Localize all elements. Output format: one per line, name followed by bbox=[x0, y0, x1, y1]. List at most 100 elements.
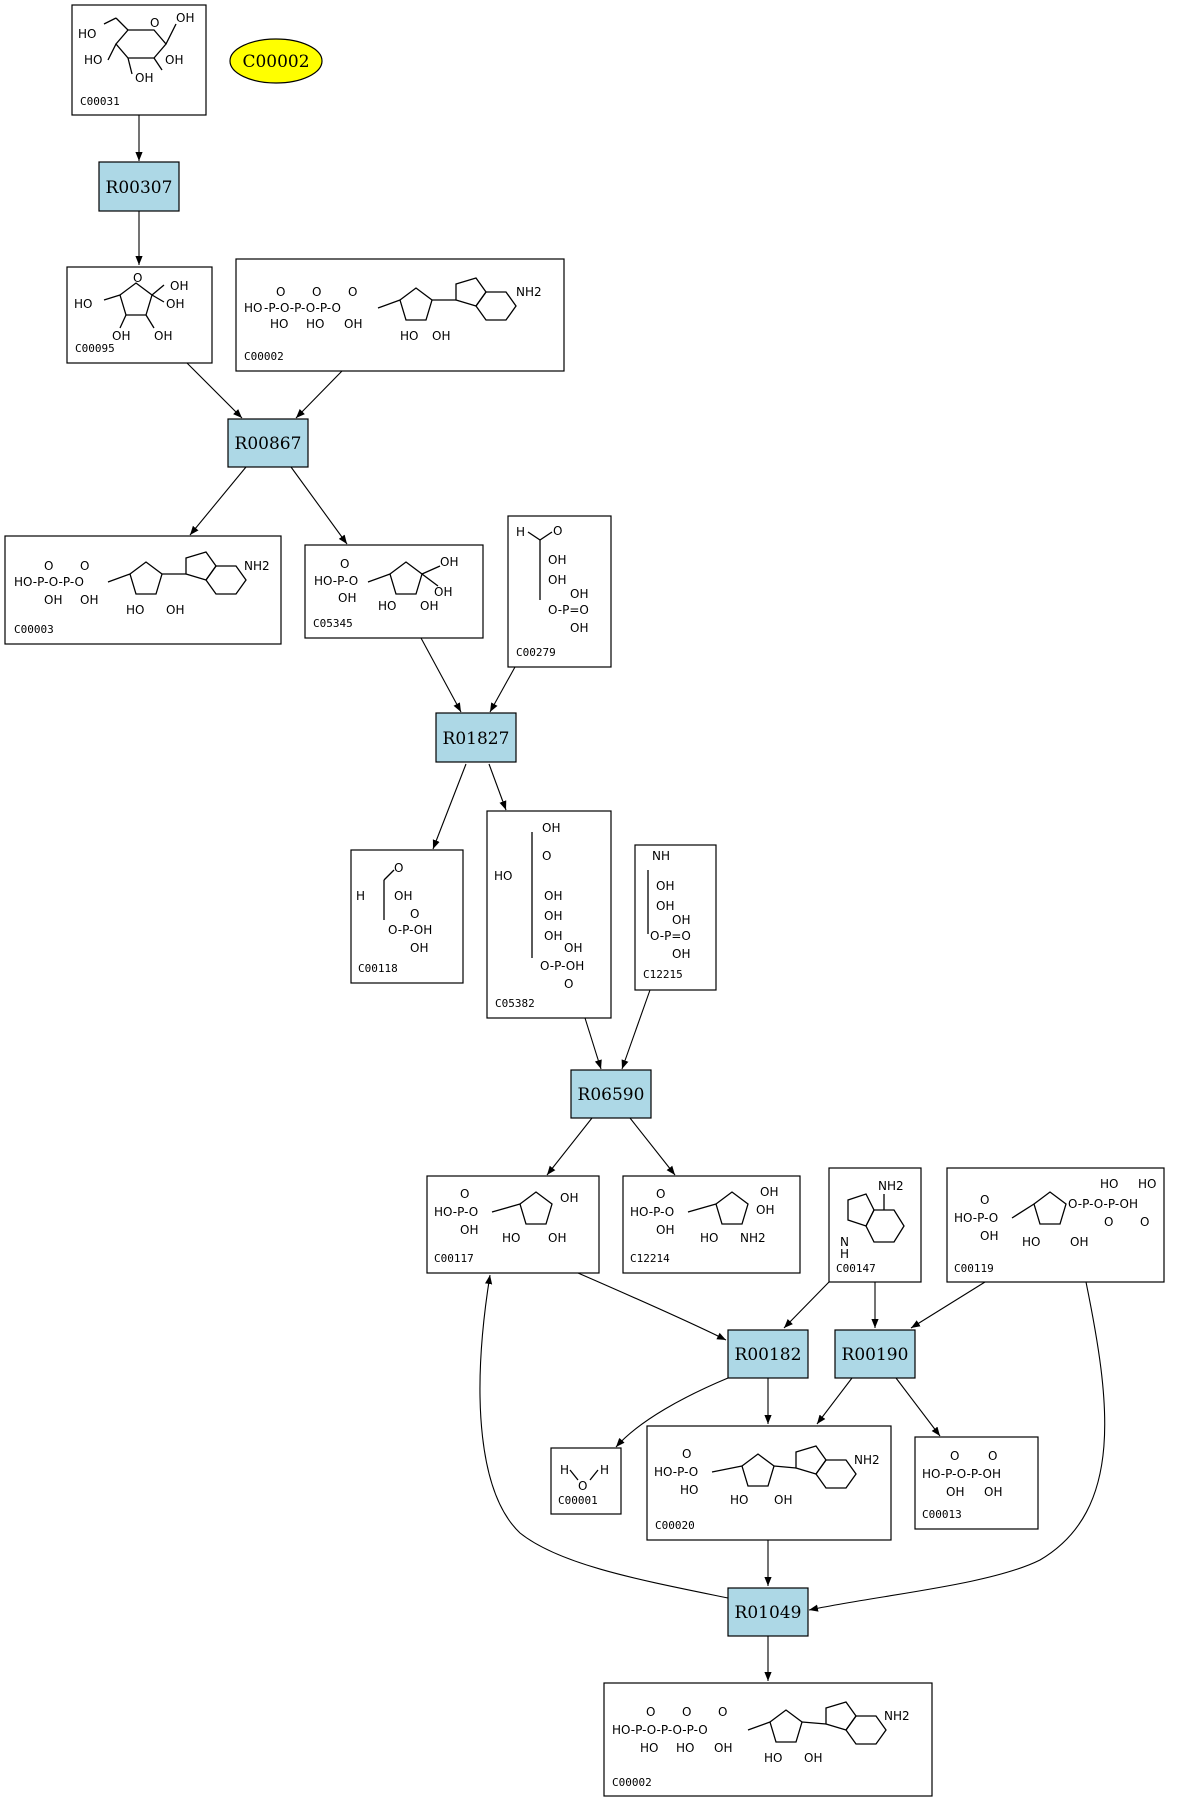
svg-text:HO: HO bbox=[244, 301, 262, 315]
svg-text:OH: OH bbox=[548, 553, 566, 567]
svg-text:O-P-OH: O-P-OH bbox=[388, 923, 432, 937]
svg-text:HO: HO bbox=[400, 329, 418, 343]
svg-text:HO: HO bbox=[306, 317, 324, 331]
edge-R06590-C12214 bbox=[629, 1117, 676, 1176]
reaction-R06590[interactable]: R06590 bbox=[570, 1069, 652, 1119]
reaction-label: R00307 bbox=[106, 178, 173, 198]
svg-text:OH: OH bbox=[44, 593, 62, 607]
svg-text:O: O bbox=[553, 524, 562, 538]
svg-text:OH: OH bbox=[166, 297, 184, 311]
svg-text:NH2: NH2 bbox=[244, 559, 270, 573]
svg-text:HO: HO bbox=[640, 1741, 658, 1755]
svg-text:OH: OH bbox=[344, 317, 362, 331]
svg-text:HO: HO bbox=[84, 53, 102, 67]
svg-text:OH: OH bbox=[542, 821, 560, 835]
svg-text:HO: HO bbox=[494, 869, 512, 883]
svg-text:O: O bbox=[340, 557, 349, 571]
compound-id: C12214 bbox=[630, 1252, 670, 1265]
svg-text:HO: HO bbox=[502, 1231, 520, 1245]
svg-text:OH: OH bbox=[656, 879, 674, 893]
svg-text:OH: OH bbox=[166, 603, 184, 617]
svg-text:OH: OH bbox=[154, 329, 172, 343]
svg-text:HO-P-O-P-OH: HO-P-O-P-OH bbox=[922, 1467, 1001, 1481]
compound-id: C00031 bbox=[80, 95, 120, 108]
edge-R06590-C00117 bbox=[546, 1117, 593, 1176]
svg-text:H: H bbox=[356, 889, 365, 903]
svg-text:O: O bbox=[682, 1447, 691, 1461]
svg-text:H: H bbox=[600, 1463, 609, 1477]
svg-text:OH: OH bbox=[656, 1223, 674, 1237]
svg-text:HO-P-O: HO-P-O bbox=[954, 1211, 998, 1225]
highlight-oval-C00002[interactable]: C00002 bbox=[229, 38, 323, 84]
svg-text:OH: OH bbox=[672, 947, 690, 961]
reaction-R00182[interactable]: R00182 bbox=[727, 1329, 809, 1379]
compound-id: C00020 bbox=[655, 1519, 695, 1532]
svg-text:HO: HO bbox=[676, 1741, 694, 1755]
reaction-R00867[interactable]: R00867 bbox=[227, 418, 309, 468]
compound-id: C00002 bbox=[244, 350, 284, 363]
svg-text:OH: OH bbox=[434, 585, 452, 599]
svg-text:OH: OH bbox=[672, 913, 690, 927]
svg-text:HO: HO bbox=[74, 297, 92, 311]
oval-label: C00002 bbox=[242, 52, 309, 72]
svg-text:NH2: NH2 bbox=[878, 1179, 904, 1193]
svg-text:HO: HO bbox=[700, 1231, 718, 1245]
reaction-label: R00182 bbox=[735, 1345, 802, 1365]
svg-text:OH: OH bbox=[135, 71, 153, 85]
compound-C00001[interactable]: H O H C00001 bbox=[550, 1447, 622, 1515]
reaction-label: R00190 bbox=[842, 1345, 909, 1365]
reaction-label: R06590 bbox=[578, 1085, 645, 1105]
svg-text:OH: OH bbox=[394, 889, 412, 903]
svg-text:O: O bbox=[276, 285, 285, 299]
svg-text:O-P-O-P-OH: O-P-O-P-OH bbox=[1068, 1197, 1138, 1211]
svg-text:H: H bbox=[560, 1463, 569, 1477]
svg-text:OH: OH bbox=[548, 1231, 566, 1245]
compound-id: C00001 bbox=[558, 1494, 598, 1507]
edge-C00119-R01049 bbox=[808, 1281, 1106, 1612]
svg-text:OH: OH bbox=[544, 909, 562, 923]
compound-id: C00117 bbox=[434, 1252, 474, 1265]
svg-text:O: O bbox=[44, 559, 53, 573]
svg-text:NH2: NH2 bbox=[516, 285, 542, 299]
svg-text:O: O bbox=[348, 285, 357, 299]
reaction-R01049[interactable]: R01049 bbox=[727, 1587, 809, 1637]
edge-R00190-C00013 bbox=[895, 1377, 941, 1437]
edge-R00182-C00001 bbox=[615, 1377, 729, 1448]
reaction-R00190[interactable]: R00190 bbox=[834, 1329, 916, 1379]
svg-text:O-P-OH: O-P-OH bbox=[540, 959, 584, 973]
compound-id: C05345 bbox=[313, 617, 353, 630]
reaction-R01827[interactable]: R01827 bbox=[435, 712, 517, 763]
svg-text:HO: HO bbox=[680, 1483, 698, 1497]
svg-text:OH: OH bbox=[460, 1223, 478, 1237]
compound-id: C00118 bbox=[358, 962, 398, 975]
edge-C05345-R01827 bbox=[420, 637, 462, 713]
reaction-label: R01827 bbox=[443, 729, 510, 749]
reaction-R00307[interactable]: R00307 bbox=[98, 161, 180, 212]
svg-text:NH2: NH2 bbox=[884, 1709, 910, 1723]
svg-text:OH: OH bbox=[804, 1751, 822, 1765]
svg-text:OH: OH bbox=[570, 621, 588, 635]
svg-text:O: O bbox=[312, 285, 321, 299]
